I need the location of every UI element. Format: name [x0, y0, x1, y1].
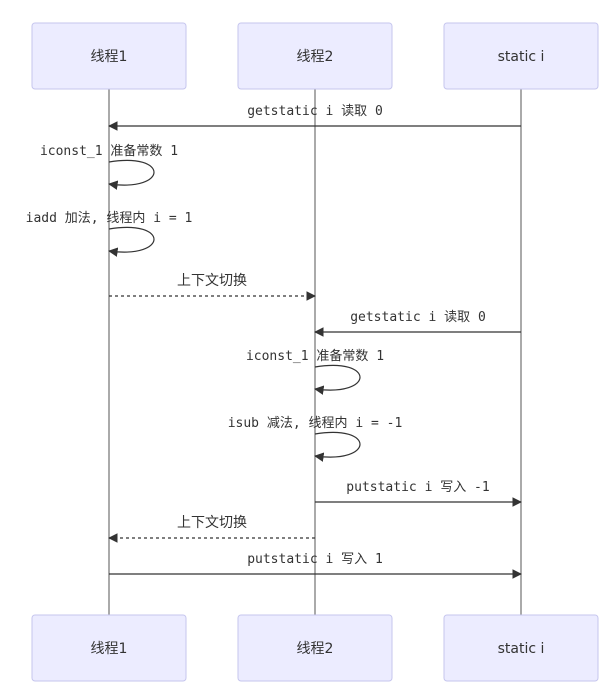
participant-label: static i: [498, 641, 545, 657]
participant-label: 线程2: [297, 641, 334, 657]
message-label: getstatic i 读取 0: [247, 104, 383, 119]
message-label: iadd 加法, 线程内 i = 1: [26, 210, 193, 226]
message-4: 上下文切换: [109, 272, 316, 301]
message-label: iconst_1 准备常数 1: [40, 143, 178, 159]
participant-t2-bottom: 线程2: [237, 614, 393, 682]
message-1: getstatic i 读取 0: [108, 104, 521, 131]
participant-box: [443, 22, 599, 90]
participant-label: 线程1: [91, 641, 128, 657]
message-2: iconst_1 准备常数 1: [40, 143, 178, 190]
participant-label: static i: [498, 49, 545, 65]
participant-box: [237, 614, 393, 682]
message-8: putstatic i 写入 -1: [315, 480, 522, 507]
participant-si-bottom: static i: [443, 614, 599, 682]
message-label: putstatic i 写入 1: [247, 552, 383, 567]
message-label: putstatic i 写入 -1: [346, 480, 489, 495]
message-10: putstatic i 写入 1: [109, 552, 522, 579]
participant-t1-top: 线程1: [31, 22, 187, 90]
participant-box: [443, 614, 599, 682]
participant-si-top: static i: [443, 22, 599, 90]
message-9: 上下文切换: [108, 514, 315, 543]
message-3: iadd 加法, 线程内 i = 1: [26, 210, 193, 257]
message-label: isub 减法, 线程内 i = -1: [228, 415, 403, 431]
participant-t1-bottom: 线程1: [31, 614, 187, 682]
message-label: 上下文切换: [177, 514, 247, 531]
participant-label: 线程1: [91, 49, 128, 65]
message-label: getstatic i 读取 0: [350, 310, 486, 325]
participant-label: 线程2: [297, 49, 334, 65]
self-message-arrow: [314, 364, 361, 395]
message-7: isub 减法, 线程内 i = -1: [228, 415, 403, 462]
self-message-arrow: [314, 431, 361, 462]
self-message-arrow: [108, 159, 155, 190]
participant-box: [237, 22, 393, 90]
message-6: iconst_1 准备常数 1: [246, 348, 384, 395]
message-5: getstatic i 读取 0: [314, 310, 521, 337]
message-label: iconst_1 准备常数 1: [246, 348, 384, 364]
participant-box: [31, 22, 187, 90]
message-label: 上下文切换: [177, 272, 247, 289]
self-message-arrow: [108, 226, 155, 257]
participant-t2-top: 线程2: [237, 22, 393, 90]
participant-box: [31, 614, 187, 682]
